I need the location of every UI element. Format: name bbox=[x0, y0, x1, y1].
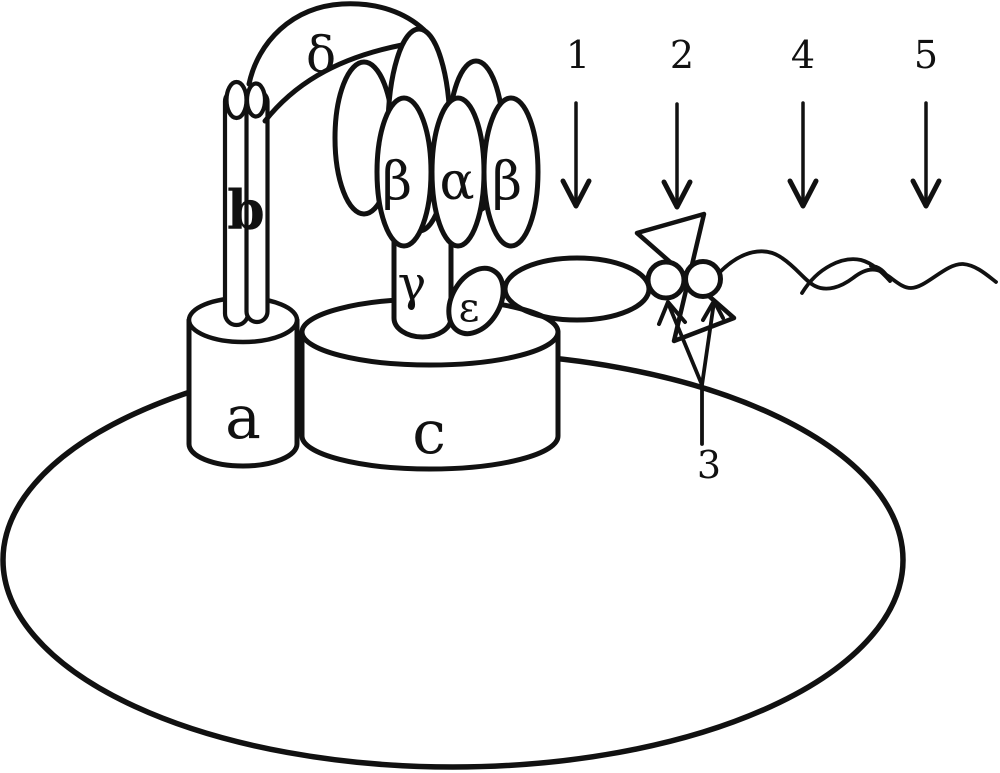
wavy-chain-crossing-strand bbox=[800, 257, 892, 295]
label-epsilon: ε bbox=[459, 285, 480, 331]
label-2: 2 bbox=[670, 33, 694, 77]
label-beta-right: β bbox=[492, 152, 522, 212]
rod-cap-left bbox=[224, 79, 249, 121]
label-subunit-c: c bbox=[412, 398, 446, 468]
circle-pointer-arrowhead-left bbox=[657, 300, 687, 326]
arrow-1 bbox=[560, 101, 592, 209]
alpha-ellipse bbox=[429, 95, 487, 249]
label-delta: δ bbox=[306, 26, 336, 84]
epsilon-ellipse bbox=[446, 265, 506, 337]
arrow-4-head bbox=[787, 178, 819, 209]
label-subunit-a: a bbox=[225, 383, 261, 453]
arrow-5-head bbox=[910, 178, 942, 209]
wavy-chain bbox=[718, 249, 998, 291]
circle-left bbox=[645, 259, 687, 301]
label-subunit-b: b bbox=[227, 178, 265, 242]
rod-cap-right bbox=[244, 81, 268, 119]
cylinder-a-body bbox=[186, 317, 300, 469]
arrow-1-head bbox=[560, 178, 592, 209]
delta-arc-upper bbox=[246, 1, 427, 87]
label-4: 4 bbox=[791, 33, 815, 77]
circle-right bbox=[683, 259, 723, 299]
label-5: 5 bbox=[914, 33, 938, 77]
cylinder-c-body bbox=[299, 329, 561, 472]
delta-arc-lower bbox=[262, 42, 405, 124]
arrow-2 bbox=[661, 102, 693, 210]
bowtie-triangles bbox=[634, 211, 737, 344]
label-3: 3 bbox=[697, 443, 721, 487]
label-beta-left: β bbox=[382, 152, 412, 212]
arrow-2-head bbox=[661, 179, 693, 210]
label-gamma: γ bbox=[398, 256, 427, 312]
arrow-5 bbox=[910, 101, 942, 209]
arrow-4 bbox=[787, 101, 819, 209]
label3-leader-lines bbox=[666, 300, 716, 446]
circle-pointer-arrowhead-right bbox=[701, 299, 725, 322]
label-1: 1 bbox=[566, 33, 590, 77]
membrane-disc-ellipse bbox=[502, 255, 652, 323]
label-alpha: α bbox=[439, 152, 474, 212]
